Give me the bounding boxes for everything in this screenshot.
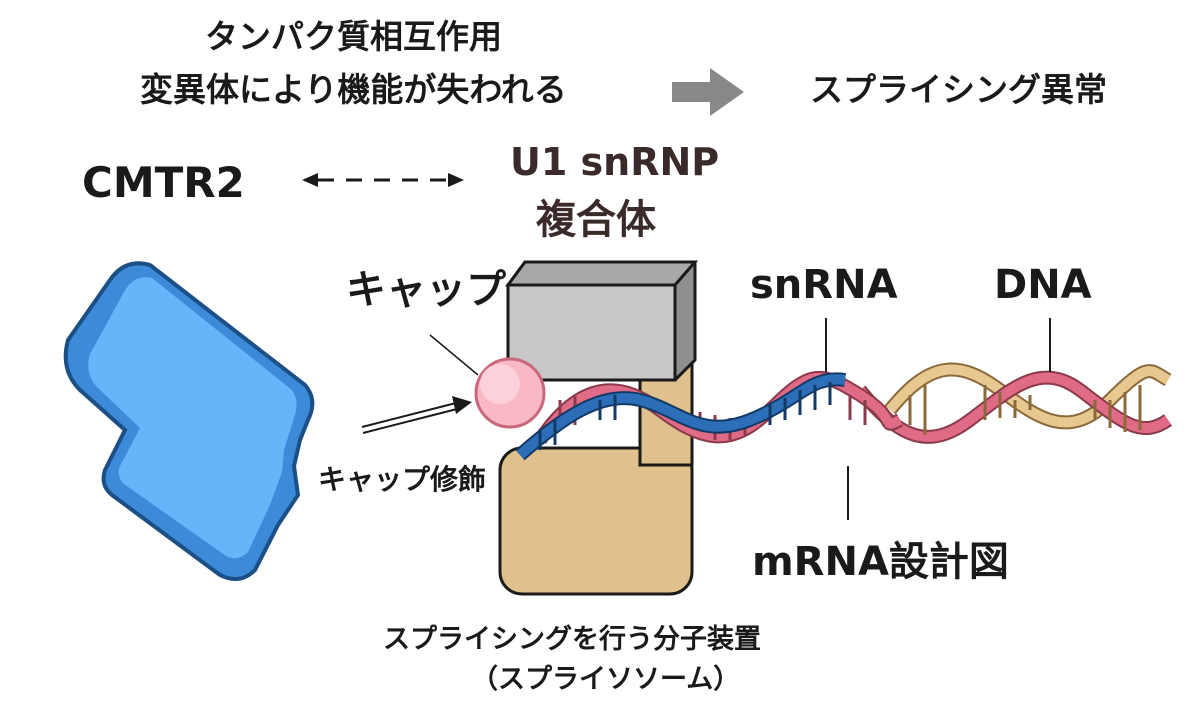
cap-leader-line bbox=[429, 334, 479, 376]
dna-label: DNA bbox=[994, 262, 1092, 308]
caption-line1: スプライシングを行う分子装置 bbox=[383, 624, 761, 655]
cmtr2-label: CMTR2 bbox=[82, 158, 245, 207]
cmtr2-protein bbox=[63, 261, 315, 581]
caption-line2: （スプライソソーム） bbox=[471, 664, 741, 695]
effect-title: スプライシング異常 bbox=[810, 70, 1107, 109]
interaction-dashed-arrow bbox=[302, 173, 464, 187]
dna-helix bbox=[854, 362, 1173, 444]
snrna-strand bbox=[515, 372, 846, 461]
cause-title-line1: タンパク質相互作用 bbox=[205, 17, 502, 56]
cause-title-line2: 変異体により機能が失われる bbox=[140, 70, 567, 109]
mrna-blueprint-label: mRNA設計図 bbox=[752, 539, 1009, 585]
cap-modification-label: キャップ修飾 bbox=[318, 463, 487, 496]
spliceosome-upper-block bbox=[505, 260, 699, 382]
cap-modification-arrow bbox=[361, 396, 472, 434]
cap-label: キャップ bbox=[346, 267, 506, 313]
u1-snrnp-label: U1 snRNP bbox=[510, 140, 720, 184]
snrna-label: snRNA bbox=[750, 262, 898, 308]
complex-label: 複合体 bbox=[536, 197, 656, 243]
cause-effect-arrow bbox=[672, 68, 744, 116]
